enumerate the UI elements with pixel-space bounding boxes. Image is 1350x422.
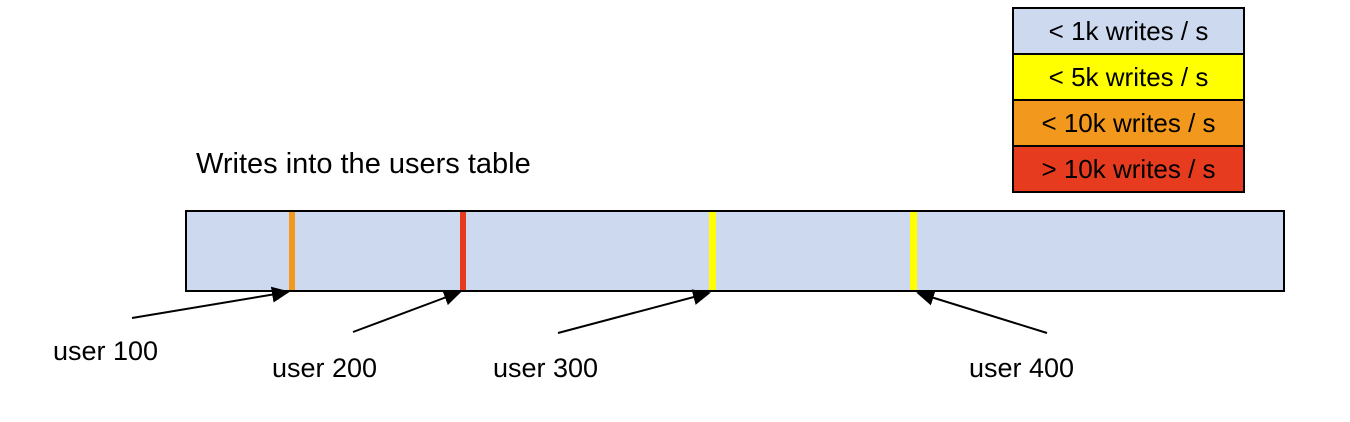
legend: < 1k writes / s < 5k writes / s < 10k writ… <box>1012 7 1245 193</box>
legend-item-0: < 1k writes / s <box>1014 9 1243 53</box>
legend-item-3: > 10k writes / s <box>1014 145 1243 191</box>
pointer-arrow-1 <box>352 290 462 333</box>
legend-item-label: < 10k writes / s <box>1041 107 1216 138</box>
pointer-arrow-3 <box>916 290 1048 334</box>
user-label-user-200: user 200 <box>272 353 378 383</box>
hotspot-stripe-user-100 <box>289 212 295 290</box>
hotspot-stripe-user-400 <box>910 212 917 290</box>
hotspot-stripe-user-300 <box>709 212 716 290</box>
pointer-arrow-0 <box>131 286 290 319</box>
legend-item-2: < 10k writes / s <box>1014 99 1243 145</box>
legend-item-label: < 5k writes / s <box>1048 61 1209 92</box>
hotspot-stripe-user-200 <box>460 212 466 290</box>
user-label-user-100: user 100 <box>53 336 159 366</box>
diagram-title: Writes into the users table <box>196 148 531 180</box>
user-label-user-400: user 400 <box>969 353 1075 383</box>
pointer-arrow-2 <box>557 289 711 334</box>
legend-item-label: < 1k writes / s <box>1048 15 1209 46</box>
user-label-user-300: user 300 <box>493 353 599 383</box>
legend-item-1: < 5k writes / s <box>1014 53 1243 99</box>
users-table-bar <box>185 210 1285 292</box>
legend-item-label: > 10k writes / s <box>1041 153 1216 184</box>
